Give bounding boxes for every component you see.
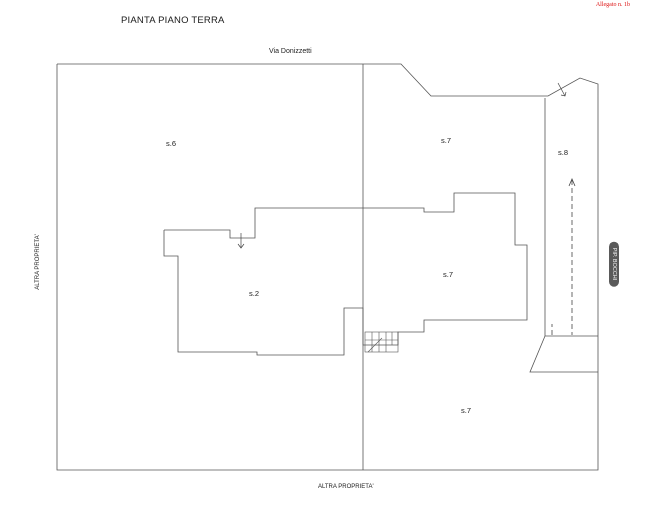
street-label: Via Donizzetti xyxy=(269,48,312,55)
stamp-badge: PIP. BOCCHI xyxy=(609,241,619,287)
building-footprint xyxy=(163,192,528,356)
left-boundary-label: ALTRA PROPRIETA' xyxy=(35,234,41,290)
subalterno-label-s7-bottom: s.7 xyxy=(461,406,472,415)
entrance-arrow-icon xyxy=(237,233,245,249)
s8-bottom-triangle xyxy=(529,335,598,373)
subalterno-label-s6: s.6 xyxy=(166,139,177,148)
driveway-dashed-arrow-icon xyxy=(551,180,573,335)
driveway-arrowhead xyxy=(568,177,576,187)
subalterno-label-s7-mid: s.7 xyxy=(443,270,454,279)
stair-symbol xyxy=(364,331,399,353)
allegato-label: Allegato n. 1b xyxy=(595,2,630,8)
subalterno-label-s7-top: s.7 xyxy=(441,136,452,145)
outer-boundary xyxy=(56,63,599,471)
subalterno-label-s2: s.2 xyxy=(249,289,260,298)
access-arrow-icon xyxy=(557,82,567,97)
page-title: PIANTA PIANO TERRA xyxy=(121,15,225,26)
s8-strip xyxy=(544,98,598,337)
bottom-boundary-label: ALTRA PROPRIETA' xyxy=(318,484,374,490)
subalterno-label-s8: s.8 xyxy=(558,148,569,157)
